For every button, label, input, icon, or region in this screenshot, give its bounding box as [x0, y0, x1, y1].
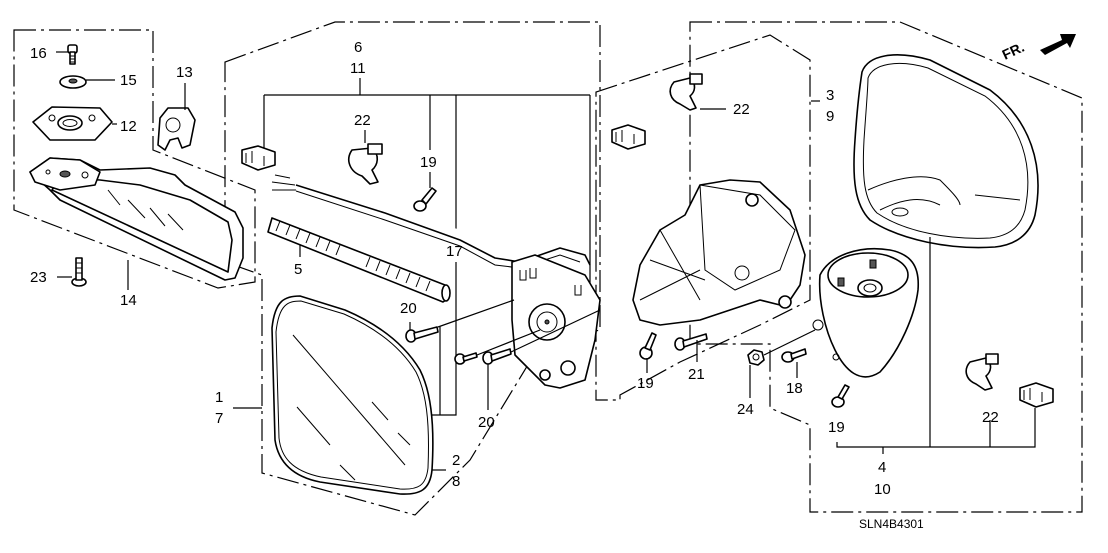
actuator-motor[interactable] [511, 254, 601, 389]
power-unit-screw[interactable] [639, 332, 657, 360]
harness-clip[interactable] [348, 143, 383, 185]
washer[interactable] [59, 75, 87, 89]
leader-20-lines [437, 299, 601, 415]
callout-13: 13 [176, 64, 193, 81]
callout-16: 16 [30, 45, 47, 62]
power-unit-clip[interactable] [669, 73, 703, 111]
callout-1: 1 [215, 389, 223, 406]
housing-base[interactable] [812, 247, 919, 378]
group-boundary-housing [689, 21, 1083, 513]
mirror-cover[interactable] [157, 107, 196, 151]
callout-15: 15 [120, 72, 137, 89]
callout-4: 4 [878, 459, 886, 476]
front-arrow-icon [1040, 34, 1076, 55]
actuator-screw-c[interactable] [482, 348, 512, 365]
mirror-housing[interactable] [853, 54, 1039, 249]
leader-4-10 [836, 237, 1036, 448]
callout-22-power: 22 [733, 101, 750, 118]
callout-23: 23 [30, 269, 47, 286]
leader-24-link [763, 329, 816, 356]
harness-screw[interactable] [413, 187, 437, 212]
rearview-mirror[interactable] [29, 157, 244, 281]
harness-connector[interactable] [241, 145, 276, 171]
rearview-screw[interactable] [71, 257, 87, 287]
callout-20-upper: 20 [400, 300, 417, 317]
callout-20-lower: 20 [478, 414, 495, 431]
actuator-screw-b[interactable] [454, 352, 478, 365]
callout-6: 6 [354, 39, 362, 56]
corrugated-tube[interactable] [267, 217, 451, 303]
callout-3: 3 [826, 87, 834, 104]
diagram-code: SLN4B4301 [859, 517, 924, 531]
callout-5: 5 [294, 261, 302, 278]
callout-7: 7 [215, 410, 223, 427]
housing-bolt[interactable] [781, 348, 807, 363]
housing-connector[interactable] [1019, 382, 1054, 408]
long-screw[interactable] [674, 333, 708, 351]
mirror-glass[interactable] [271, 295, 434, 495]
power-unit[interactable] [632, 179, 806, 326]
callout-11: 11 [350, 60, 366, 77]
flange-nut[interactable] [747, 349, 765, 366]
callout-14: 14 [120, 292, 137, 309]
group-boundary-rearview [13, 29, 256, 289]
callout-17: 17 [446, 243, 463, 260]
callout-8: 8 [452, 473, 460, 490]
callout-24: 24 [737, 401, 754, 418]
callout-9: 9 [826, 108, 834, 125]
callout-18: 18 [786, 380, 803, 397]
callout-19-harness: 19 [420, 154, 437, 171]
mount-base[interactable] [32, 106, 113, 141]
leader-6-11 [263, 78, 591, 416]
front-label: FR. [1000, 39, 1027, 63]
callout-19-power: 19 [637, 375, 654, 392]
actuator-harness[interactable] [271, 174, 591, 269]
callout-19-housing: 19 [828, 419, 845, 436]
callout-22-harness: 22 [354, 112, 371, 129]
mirror-screw[interactable] [67, 44, 78, 65]
front-direction-indicator: FR. [1000, 34, 1076, 63]
group-boundary-harness [224, 21, 601, 516]
housing-screw[interactable] [831, 384, 850, 408]
actuator-screw-a[interactable] [405, 326, 439, 343]
callout-10: 10 [874, 481, 891, 498]
callout-12: 12 [120, 118, 137, 135]
callout-22-housing: 22 [982, 409, 999, 426]
callout-2: 2 [452, 452, 460, 469]
power-unit-connector[interactable] [611, 124, 646, 150]
callout-21: 21 [688, 366, 705, 383]
housing-clip[interactable] [965, 353, 999, 391]
